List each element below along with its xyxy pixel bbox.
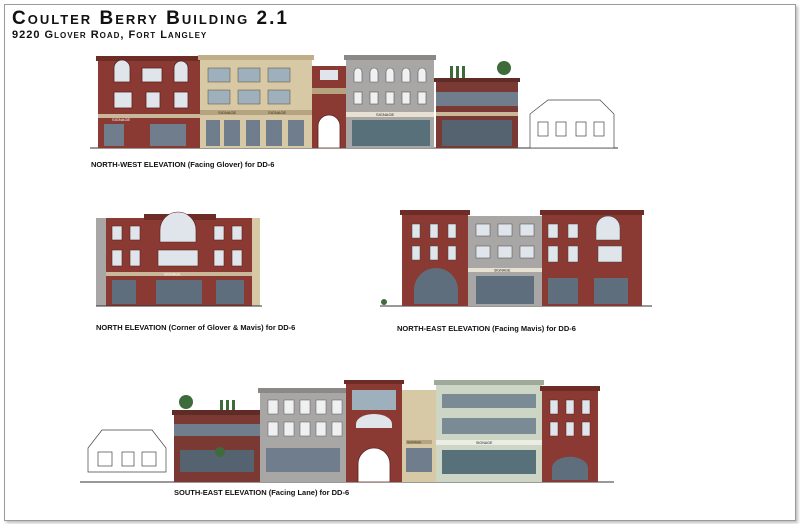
se-building-grey: [258, 388, 348, 482]
se-building-sage: SIGNAGE: [434, 380, 544, 482]
nw-building-grey: SIGNAGE: [344, 55, 436, 148]
se-building-cream: SIGNAGE: [402, 390, 436, 482]
north-west-elevation-drawing: SIGNAGE SIGNAGE SIGNAGE SIGNAGE: [90, 55, 618, 149]
se-center-tower: [344, 380, 404, 483]
se-building-brick-right: [540, 386, 600, 482]
se-building-rooftop: [172, 395, 262, 482]
north-caption: NORTH ELEVATION (Corner of Glover & Mavi…: [96, 323, 296, 332]
nw-sign-2: SIGNAGE: [218, 110, 237, 115]
nw-sign-3: SIGNAGE: [268, 110, 287, 115]
nw-building-rooftop: [434, 61, 520, 148]
ne-sign-1: SIGNAGE: [494, 269, 511, 273]
se-heritage-house: [87, 429, 167, 473]
nw-building-brick-left: SIGNAGE: [96, 56, 202, 148]
nw-archway: [312, 66, 346, 149]
nw-building-cream: SIGNAGE SIGNAGE: [198, 55, 314, 148]
sheet-address: 9220 Glover Road, Fort Langley: [12, 29, 208, 41]
nw-heritage-house: [529, 99, 615, 149]
north-east-caption: NORTH-EAST ELEVATION (Facing Mavis) for …: [397, 324, 576, 333]
south-east-caption: SOUTH-EAST ELEVATION (Facing Lane) for D…: [174, 488, 350, 497]
nw-sign-1: SIGNAGE: [112, 117, 131, 122]
se-sign-1: SIGNAGE: [407, 440, 422, 444]
north-west-caption: NORTH-WEST ELEVATION (Facing Glover) for…: [91, 160, 275, 169]
nw-sign-4: SIGNAGE: [376, 112, 395, 117]
north-elevation-drawing: SIGNAGE: [96, 211, 262, 307]
sheet-title: Coulter Berry Building 2.1: [12, 8, 289, 29]
n-sign-1: SIGNAGE: [164, 273, 181, 277]
south-east-elevation-drawing: SIGNAGE SIGNAGE: [80, 380, 614, 483]
north-east-elevation-drawing: SIGNAGE: [380, 210, 652, 307]
se-sign-2: SIGNAGE: [476, 441, 493, 445]
